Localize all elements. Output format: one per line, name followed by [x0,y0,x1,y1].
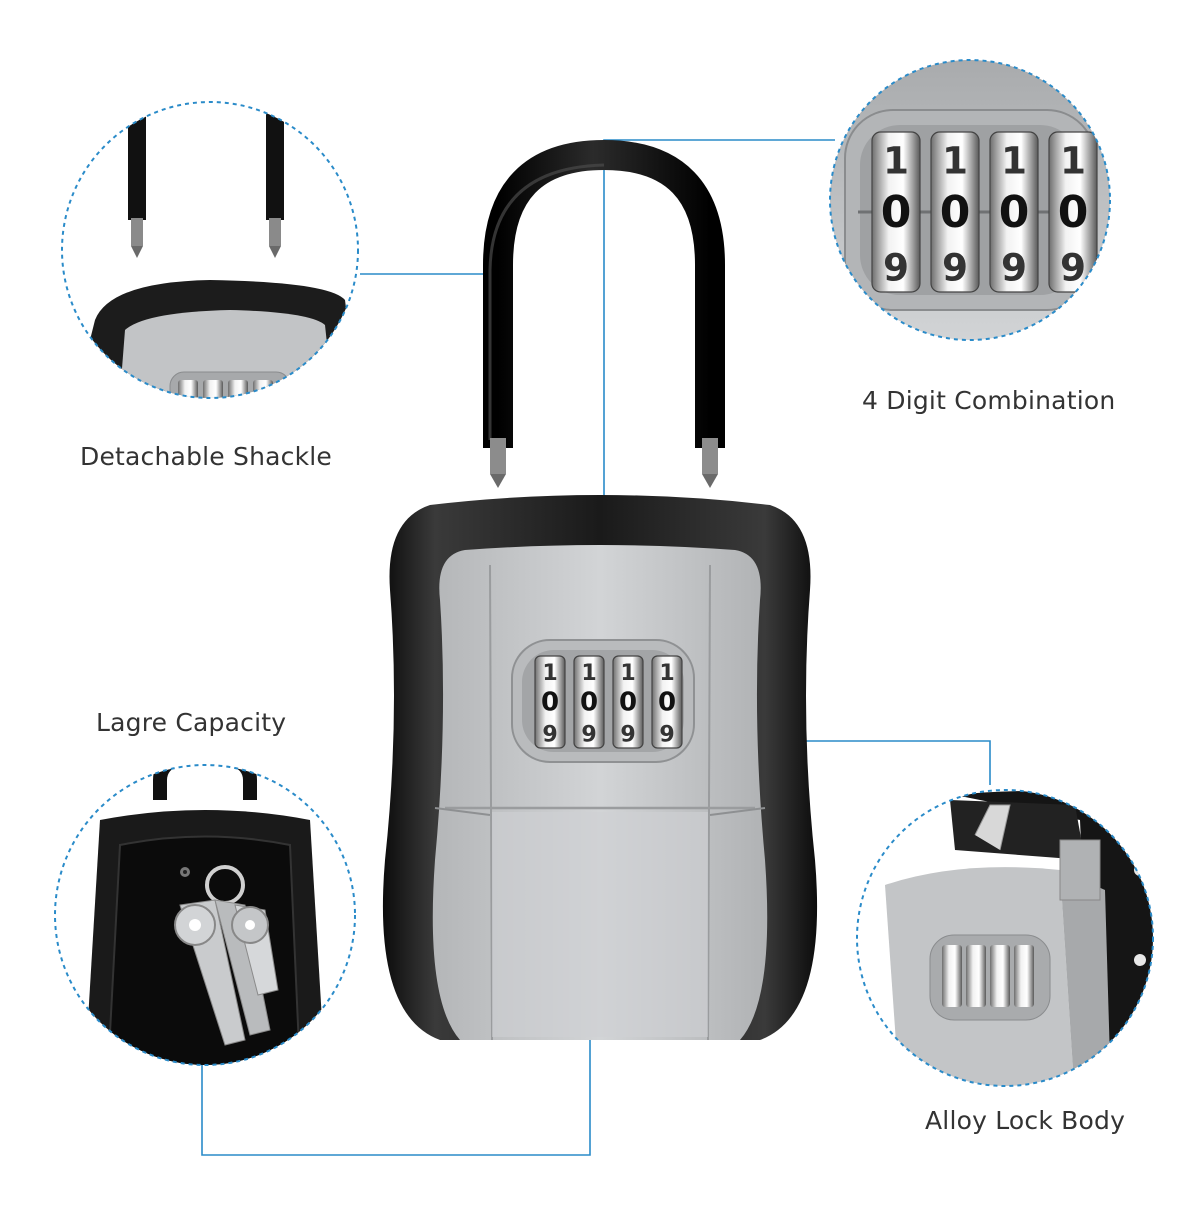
big-dial-digit: 1 [1060,139,1086,183]
big-dial-digit: 9 [1060,245,1086,289]
label-4-digit-combination: 4 Digit Combination [862,386,1116,415]
big-dial-digit: 0 [940,187,971,238]
main-dial-digit: 9 [542,721,557,747]
big-dial-digit: 9 [942,245,968,289]
mini-dials-br [942,945,1034,1007]
main-dial-digit: 1 [581,660,596,686]
main-lock-body [382,495,818,1041]
label-detachable-shackle: Detachable Shackle [80,442,332,471]
big-dial-digit: 9 [883,245,909,289]
main-dial-wheel-3 [612,655,644,749]
big-dial-digit: 1 [1001,139,1027,183]
detail-circle-alloy-body [856,789,1154,1087]
callout-line-capacity [201,1015,591,1156]
big-dial-digit: 9 [1001,245,1027,289]
main-dial-wheel-2 [573,655,605,749]
big-dial-wheel-4 [1048,131,1098,293]
big-dial-digit: 0 [1058,187,1089,238]
detail-circle-shackle [61,101,359,399]
main-dial-digit: 9 [659,721,674,747]
label-large-capacity: Lagre Capacity [96,708,287,737]
big-dial-wheel-3 [989,131,1039,293]
big-dial-wheel-1 [871,131,921,293]
big-dial-digit: 0 [999,187,1030,238]
main-dial-digit: 9 [581,721,596,747]
big-dial-digit: 1 [942,139,968,183]
main-dial-digit: 1 [659,660,674,686]
main-dial-digit: 1 [542,660,557,686]
big-dial-wheel-2 [930,131,980,293]
main-shackle [483,139,725,488]
main-dial-digit: 0 [619,688,637,718]
main-dial-wheel-1 [534,655,566,749]
main-dial-digit: 0 [658,688,676,718]
detail-circle-capacity [54,764,356,1066]
main-dial-digit: 1 [620,660,635,686]
main-dial-digit: 0 [580,688,598,718]
main-dial-digit: 9 [620,721,635,747]
main-dial-digit: 0 [541,688,559,718]
big-dial-digit: 0 [881,187,912,238]
callout-line-body [738,740,991,785]
big-dial-digit: 1 [883,139,909,183]
main-dial-wheel-4 [651,655,683,749]
keys-icon [174,899,279,1046]
label-alloy-lock-body: Alloy Lock Body [925,1106,1126,1135]
